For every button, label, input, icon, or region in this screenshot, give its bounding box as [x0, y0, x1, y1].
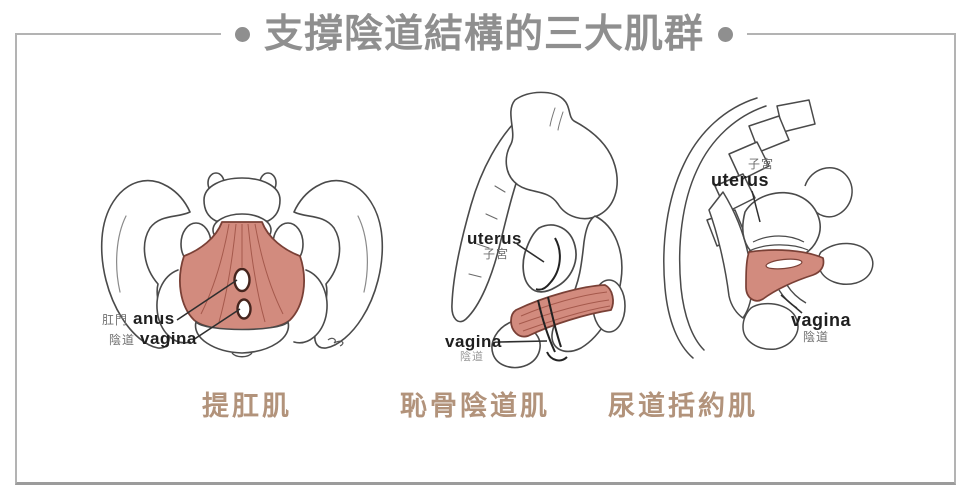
caption-levator-ani: 提肛肌: [202, 391, 292, 421]
right-iliac-wing: [293, 179, 384, 349]
diagram-urethral-sphincter: 子宮 uterus vagina 陰道: [653, 92, 903, 367]
vagina-label-zh: 陰道: [803, 330, 830, 344]
uterus-label-zh: 子宮: [748, 157, 775, 171]
signature-squiggle: [327, 337, 344, 347]
uterus-shape: [522, 224, 577, 293]
anus-label-en: anus: [133, 309, 175, 328]
title-dot-left-icon: [234, 26, 250, 42]
sacrum: [203, 177, 281, 222]
vagina-label-zh: 陰道: [109, 333, 136, 347]
anus-leader-line: [176, 279, 238, 321]
anus-opening: [233, 267, 251, 293]
vagina-leader-line: [780, 294, 803, 314]
pubovaginal-illustration: [451, 91, 626, 369]
urethral-sphincter-illustration: [663, 97, 874, 359]
vagina-label-en: vagina: [791, 310, 852, 330]
muscle-fiber-lines: [200, 223, 284, 323]
uterus-leader-line: [516, 243, 545, 263]
caption-urethral-sphincter: 尿道括約肌: [608, 391, 758, 421]
uterus-label-zh: 子宮: [483, 247, 510, 261]
sacrum-curve: [708, 191, 753, 319]
left-iliac-wing: [100, 179, 191, 349]
body-outline-outer: [663, 97, 758, 359]
anus-label-zh: 肛門: [102, 313, 129, 327]
pubovaginal-muscle-shape: [510, 284, 614, 338]
diagram-levator-ani: 肛門 anus 陰道 vagina: [92, 150, 392, 380]
vagina-leader-line: [499, 340, 548, 343]
page-title: 支撐陰道結構的三大肌群: [263, 12, 705, 56]
uterus-leader-line: [751, 190, 761, 223]
uterus-label-en: uterus: [467, 229, 522, 248]
diagram-pubovaginal: uterus 子宮 vagina 陰道: [403, 90, 638, 375]
muscle-fiber-lines: [518, 291, 611, 332]
title-bar: 支撐陰道結構的三大肌群: [220, 9, 748, 59]
vertebra: [728, 141, 770, 181]
levator-ani-illustration: [100, 172, 384, 358]
caption-pubovaginal: 恥骨陰道肌: [400, 391, 550, 421]
vagina-label: 陰道 vagina: [109, 330, 197, 347]
ischium-left: [156, 269, 191, 344]
pubic-arch: [194, 320, 290, 354]
anus-label: 肛門 anus: [102, 310, 175, 327]
uterine-canal: [535, 237, 561, 291]
vagina-label-en: vagina: [445, 332, 502, 351]
ischium-right: [293, 269, 328, 344]
title-dot-right-icon: [718, 26, 734, 42]
vagina-label-en: vagina: [140, 329, 197, 348]
uterus-label-en: uterus: [711, 170, 770, 190]
pubic-bone: [817, 242, 874, 285]
bowel-loop: [804, 167, 853, 218]
vagina-tube: [537, 296, 568, 362]
vaginal-lumen-slit: [765, 258, 803, 270]
perineal-body: [742, 302, 799, 350]
vagina-label-zh: 陰道: [460, 351, 484, 363]
urethral-sphincter-muscle-shape: [745, 249, 825, 302]
body-outline-inner: [678, 105, 767, 351]
vagina-leader-line: [192, 308, 241, 341]
iliac-bone: [505, 91, 618, 220]
vagina-opening: [236, 298, 252, 320]
